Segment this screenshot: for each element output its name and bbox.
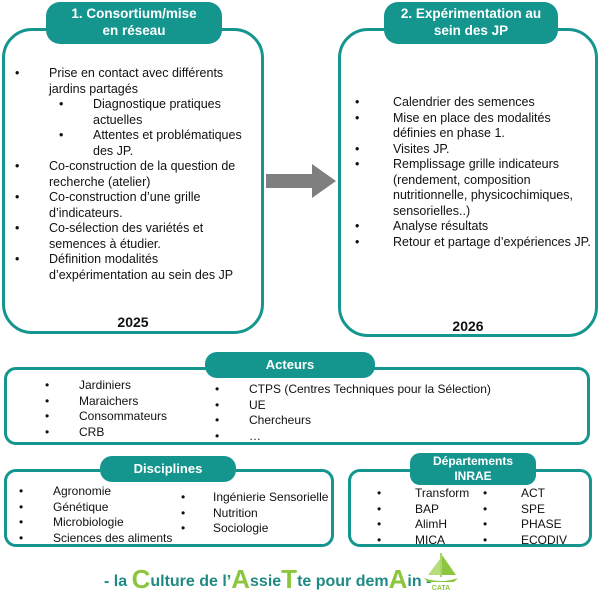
disciplines-col2: Ingénierie SensorielleNutritionSociologi… bbox=[181, 490, 333, 537]
discipline-item: Sociologie bbox=[181, 521, 333, 537]
discipline-item: Génétique bbox=[19, 500, 179, 516]
phase1-item: Prise en contact avec différents jardins… bbox=[15, 66, 253, 159]
phase1-item: Co-construction d’une grille d’indicateu… bbox=[15, 190, 253, 221]
phase1-title: 1. Consortium/mise en réseau bbox=[46, 2, 222, 44]
departement-item: Transform bbox=[377, 486, 487, 502]
departement-item: ACT bbox=[483, 486, 583, 502]
acteur-item: Jardiniers bbox=[45, 378, 215, 394]
acteurs-box: JardiniersMaraichersConsommateursCRB CTP… bbox=[4, 367, 590, 445]
phase2-item: Retour et partage d’expériences JP. bbox=[355, 235, 591, 251]
slogan-letter: A bbox=[231, 564, 251, 594]
logo-text: CATA bbox=[431, 585, 451, 592]
slogan-letter: T bbox=[281, 564, 298, 594]
phase2-item: Analyse résultats bbox=[355, 219, 591, 235]
slogan-text: ulture de l’ bbox=[150, 573, 232, 590]
slogan-letter: A bbox=[388, 564, 408, 594]
phase2-item: Mise en place des modalités définies en … bbox=[355, 111, 591, 142]
acteur-item: Maraichers bbox=[45, 394, 215, 410]
phase1-subitem: Diagnostique pratiques actuelles bbox=[59, 97, 253, 128]
phase2-year: 2026 bbox=[452, 318, 484, 334]
departement-item: MICA bbox=[377, 533, 487, 549]
disciplines-col1: AgronomieGénétiqueMicrobiologieSciences … bbox=[19, 484, 179, 546]
acteur-item: Consommateurs bbox=[45, 409, 215, 425]
acteurs-col2: CTPS (Centres Techniques pour la Sélecti… bbox=[215, 382, 575, 444]
departement-item: PHASE bbox=[483, 517, 583, 533]
slogan-text: - la bbox=[104, 573, 132, 590]
phase1-box: Prise en contact avec différents jardins… bbox=[2, 28, 264, 334]
discipline-item: Sciences des aliments bbox=[19, 531, 179, 547]
departements-col1: TransformBAPAlimHMICA bbox=[377, 486, 487, 548]
acteur-item: … bbox=[215, 429, 575, 445]
acteur-item: UE bbox=[215, 398, 575, 414]
cata-logo: CATA bbox=[420, 551, 462, 595]
slogan-text: ssie bbox=[250, 573, 282, 590]
sailboat-icon bbox=[424, 553, 458, 582]
slogan-text: te pour dem bbox=[297, 573, 389, 590]
acteurs-col1: JardiniersMaraichersConsommateursCRB bbox=[45, 378, 215, 440]
phase2-item: Visites JP. bbox=[355, 142, 591, 158]
departements-title: Départements INRAE bbox=[410, 453, 536, 485]
phase2-item: Remplissage grille indicateurs (rendemen… bbox=[355, 157, 591, 219]
disciplines-box: AgronomieGénétiqueMicrobiologieSciences … bbox=[4, 469, 334, 547]
slogan-letter: C bbox=[131, 564, 151, 594]
phase1-list: Prise en contact avec différents jardins… bbox=[15, 66, 253, 283]
phase2-item: Calendrier des semences bbox=[355, 95, 591, 111]
phase1-sublist: Diagnostique pratiques actuellesAttentes… bbox=[59, 97, 253, 159]
phase1-item: Définition modalités d’expérimentation a… bbox=[15, 252, 253, 283]
phase1-subitem: Attentes et problématiques des JP. bbox=[59, 128, 253, 159]
phase1-item: Co-construction de la question de recher… bbox=[15, 159, 253, 190]
departement-item: SPE bbox=[483, 502, 583, 518]
phase1-year: 2025 bbox=[117, 314, 149, 330]
disciplines-title: Disciplines bbox=[100, 456, 236, 482]
arrow-right-icon bbox=[266, 164, 336, 198]
departement-item: AlimH bbox=[377, 517, 487, 533]
phase1-item: Co-sélection des variétés et semences à … bbox=[15, 221, 253, 252]
acteurs-title: Acteurs bbox=[205, 352, 375, 378]
discipline-item: Agronomie bbox=[19, 484, 179, 500]
phase2-box: Calendrier des semencesMise en place des… bbox=[338, 28, 598, 337]
phase2-title: 2. Expérimentation au sein des JP bbox=[384, 2, 558, 44]
phase2-list: Calendrier des semencesMise en place des… bbox=[355, 95, 591, 250]
departements-col2: ACTSPEPHASEECODIV bbox=[483, 486, 583, 548]
departement-item: ECODIV bbox=[483, 533, 583, 549]
discipline-item: Microbiologie bbox=[19, 515, 179, 531]
discipline-item: Ingénierie Sensorielle bbox=[181, 490, 333, 506]
discipline-item: Nutrition bbox=[181, 506, 333, 522]
departement-item: BAP bbox=[377, 502, 487, 518]
acteur-item: CTPS (Centres Techniques pour la Sélecti… bbox=[215, 382, 575, 398]
acteur-item: CRB bbox=[45, 425, 215, 441]
acteur-item: Chercheurs bbox=[215, 413, 575, 429]
